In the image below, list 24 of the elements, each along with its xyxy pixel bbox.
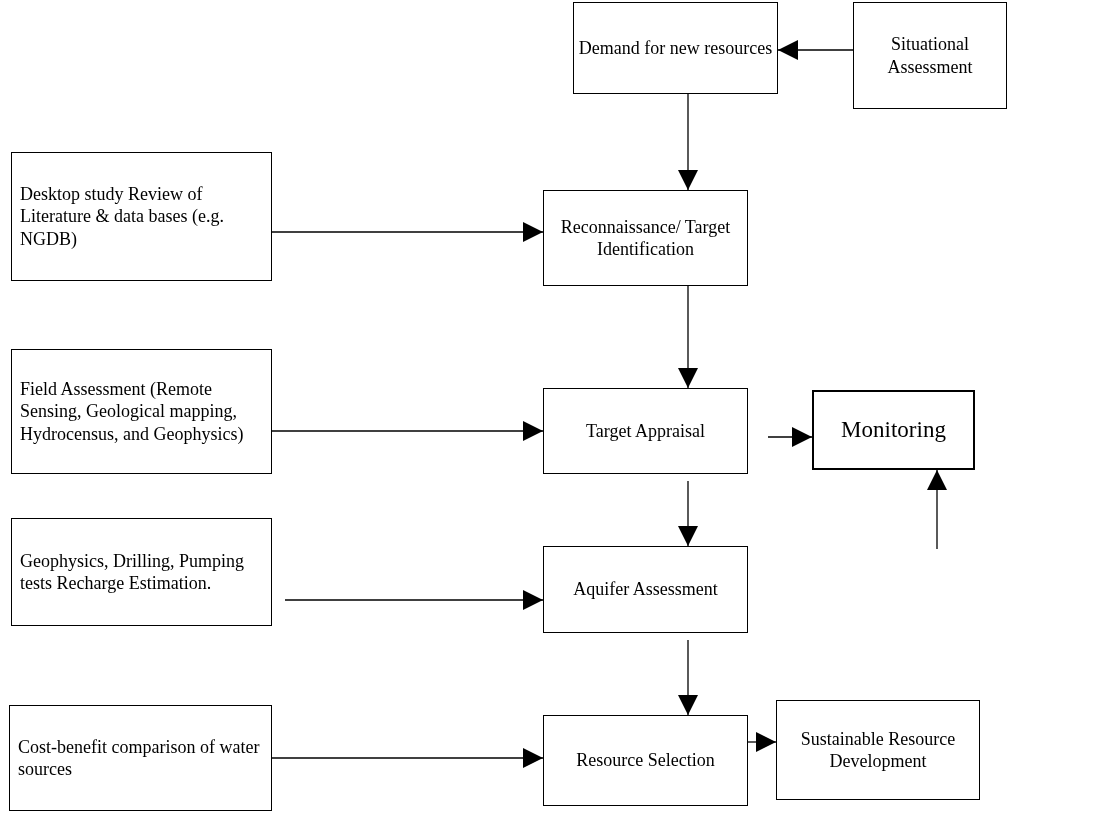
arrow bbox=[777, 40, 854, 60]
process-box: Demand for new resources bbox=[573, 2, 778, 94]
arrow bbox=[678, 285, 698, 389]
arrow bbox=[271, 748, 544, 768]
process-box: Target Appraisal bbox=[543, 388, 748, 474]
arrow bbox=[927, 469, 947, 550]
arrow bbox=[284, 590, 544, 610]
process-box: Resource Selection bbox=[543, 715, 748, 806]
process-box: Reconnaissance/ Target Identification bbox=[543, 190, 748, 286]
process-box: Geophysics, Drilling, Pumping tests Recharge Estimation. bbox=[11, 518, 272, 626]
arrow bbox=[678, 93, 698, 191]
process-box: Field Assessment (Remote Sensing, Geological mapping, Hydrocensus, and Geophysics) bbox=[11, 349, 272, 474]
process-box: Sustainable Resource Development bbox=[776, 700, 980, 800]
arrow bbox=[747, 732, 777, 752]
process-box: Aquifer Assessment bbox=[543, 546, 748, 633]
arrow bbox=[678, 480, 698, 547]
process-box: Monitoring bbox=[812, 390, 975, 470]
process-box: Situational Assessment bbox=[853, 2, 1007, 109]
process-box: Cost-benefit comparison of water sources bbox=[9, 705, 272, 811]
arrow bbox=[271, 421, 544, 441]
arrow bbox=[678, 639, 698, 716]
process-box: Desktop study Review of Literature & data bases (e.g. NGDB) bbox=[11, 152, 272, 281]
arrow bbox=[767, 427, 813, 447]
arrow bbox=[271, 222, 544, 242]
